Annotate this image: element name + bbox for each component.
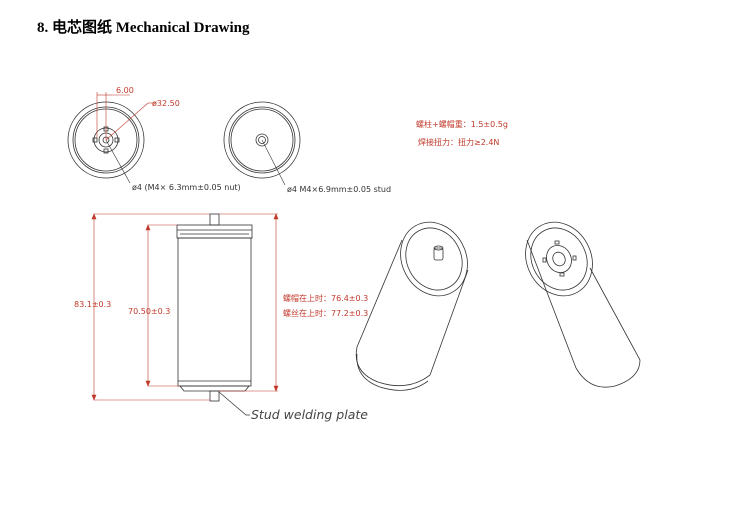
- iso-view-stud: [355, 221, 469, 391]
- dim-diameter: ø32.50: [152, 99, 180, 108]
- dim-body-height: 70.50±0.3: [128, 307, 170, 316]
- iso-view-nut: [525, 221, 641, 388]
- dim-offset: 6.00: [116, 86, 134, 95]
- dim-nut-height: 螺帽在上时：76.4±0.3: [283, 293, 368, 303]
- nut-thread-label: ø4 (M4× 6.3mm±0.05 nut): [132, 183, 241, 192]
- dim-stud-height: 螺丝在上时：77.2±0.3: [283, 308, 368, 318]
- side-view-cell: [176, 213, 253, 402]
- stud-thread-label: ø4 M4×6.9mm±0.05 stud: [287, 185, 391, 194]
- dim-total-height: 83.1±0.3: [74, 300, 111, 309]
- section-heading: 8. 电芯图纸 Mechanical Drawing: [37, 20, 250, 36]
- spec-torque: 焊接扭力：扭力≥2.4N: [418, 137, 499, 147]
- top-view-stud: [223, 101, 301, 179]
- spec-weight: 螺柱+螺帽重：1.5±0.5g: [416, 119, 508, 129]
- plate-label: Stud welding plate: [251, 407, 368, 422]
